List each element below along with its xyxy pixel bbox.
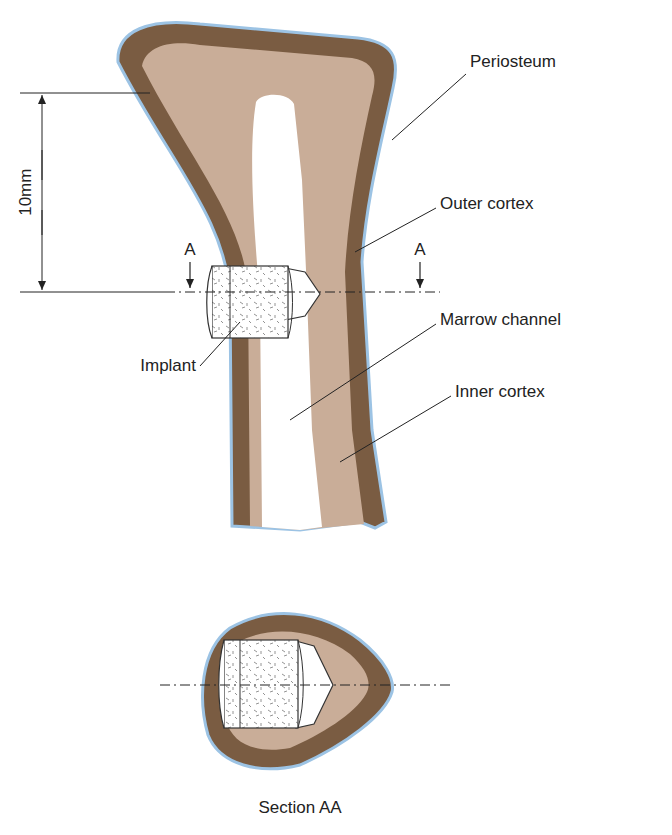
leader-lines [200,74,466,462]
part-label: Periosteum [470,52,556,72]
inner-cortex [142,43,375,530]
part-label: Inner cortex [455,382,545,402]
section-mark: A [414,240,425,260]
dimension-label: 10mm [17,165,37,218]
part-label: Marrow channel [440,310,561,330]
part-label: Outer cortex [440,194,534,214]
implant [207,266,320,338]
cross-section [160,614,450,769]
part-label: Implant [140,356,196,376]
section-label: Section AA [258,798,341,818]
section-mark: A [184,240,195,260]
